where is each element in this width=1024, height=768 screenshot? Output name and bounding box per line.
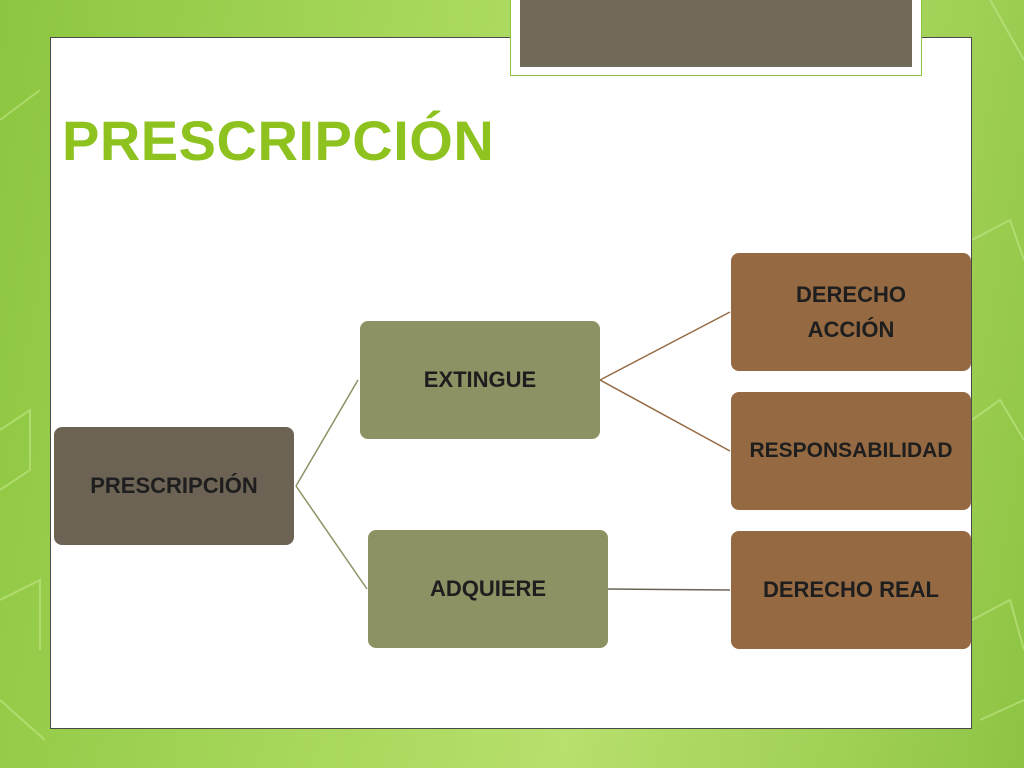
slide-title: PRESCRIPCIÓN <box>62 109 495 172</box>
node-derecho-real-label: DERECHO REAL <box>762 577 939 603</box>
node-derecho-real: DERECHO REAL <box>731 531 971 649</box>
connector-root-extingue <box>295 379 359 487</box>
node-adquiere: ADQUIERE <box>368 530 608 648</box>
header-tab-fill <box>520 0 912 67</box>
connector-extingue-derecho-accion <box>599 311 731 381</box>
connector-extingue-responsabilidad <box>599 379 731 452</box>
node-responsabilidad: RESPONSABILIDAD <box>731 392 971 510</box>
node-adquiere-label: ADQUIERE <box>429 576 547 602</box>
node-responsabilidad-label: RESPONSABILIDAD <box>749 439 953 463</box>
node-extingue-label: EXTINGUE <box>423 367 537 393</box>
node-prescripcion: PRESCRIPCIÓN <box>54 427 294 545</box>
node-derecho-accion: DERECHO ACCIÓN <box>731 253 971 371</box>
connector-adquiere-derecho-real <box>607 588 731 591</box>
node-derecho-accion-line-1: DERECHO <box>795 281 906 307</box>
node-prescripcion-label: PRESCRIPCIÓN <box>90 473 258 499</box>
connector-root-adquiere <box>295 485 368 590</box>
node-derecho-accion-line-2: ACCIÓN <box>807 317 895 342</box>
header-tab <box>510 0 922 76</box>
node-extingue: EXTINGUE <box>360 321 600 439</box>
